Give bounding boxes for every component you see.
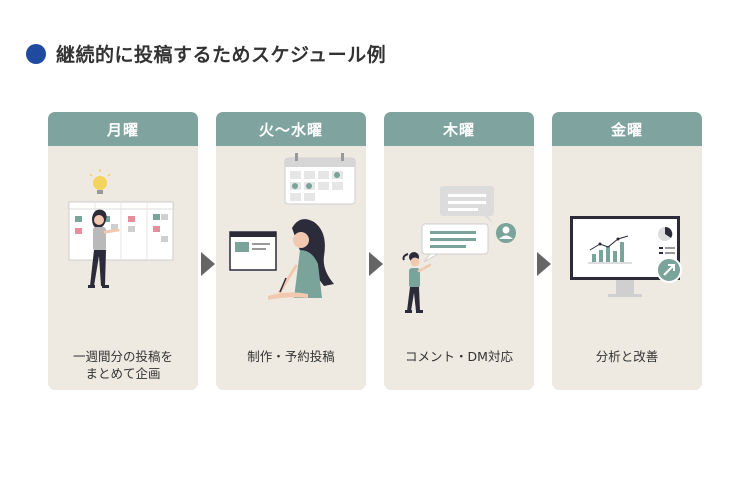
schedule-steps: 月曜 [48, 112, 702, 390]
step-day-label: 月曜 [48, 112, 198, 146]
step-caption: コメント・DM対応 [405, 349, 513, 364]
creating-content-illustration [229, 153, 356, 300]
chat-bubbles-illustration [402, 186, 516, 313]
step-card-thursday: 木曜 コメント・DM対 [384, 112, 534, 390]
arrow-right-icon [201, 252, 215, 276]
analytics-monitor-illustration [570, 216, 682, 297]
step-caption: 制作・予約投稿 [247, 349, 335, 364]
step-caption: 一週間分の投稿を まとめて企画 [72, 349, 173, 381]
arrow-right-icon [537, 252, 551, 276]
page-title: 継続的に投稿するためスケジュール例 [56, 44, 387, 66]
arrow-right-icon [369, 252, 383, 276]
step-card-tuesday-wednesday: 火〜水曜 [216, 112, 366, 390]
planning-board-illustration [68, 169, 174, 288]
step-day-label: 火〜水曜 [216, 112, 366, 146]
page-title-row: 継続的に投稿するためスケジュール例 [26, 40, 386, 67]
step-caption: 分析と改善 [595, 349, 659, 364]
step-card-friday: 金曜 [552, 112, 702, 390]
title-bullet-icon [26, 43, 46, 64]
step-day-label: 木曜 [384, 112, 534, 146]
step-card-monday: 月曜 [48, 112, 198, 390]
step-day-label: 金曜 [552, 112, 702, 146]
